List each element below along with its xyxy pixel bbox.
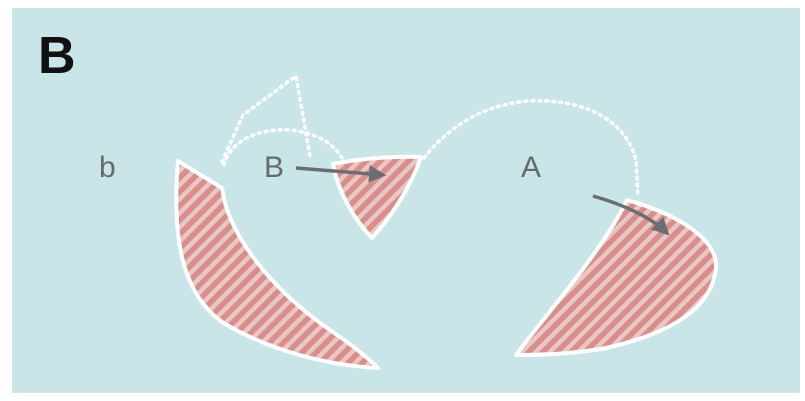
label-b: b bbox=[99, 153, 116, 183]
hatched-region-B bbox=[333, 157, 421, 238]
hatched-region-A bbox=[516, 200, 716, 355]
panel-letter: B bbox=[38, 30, 76, 82]
label-A: A bbox=[521, 153, 541, 183]
dotted-outline-b-tall bbox=[222, 76, 310, 162]
label-B: B bbox=[264, 153, 284, 183]
